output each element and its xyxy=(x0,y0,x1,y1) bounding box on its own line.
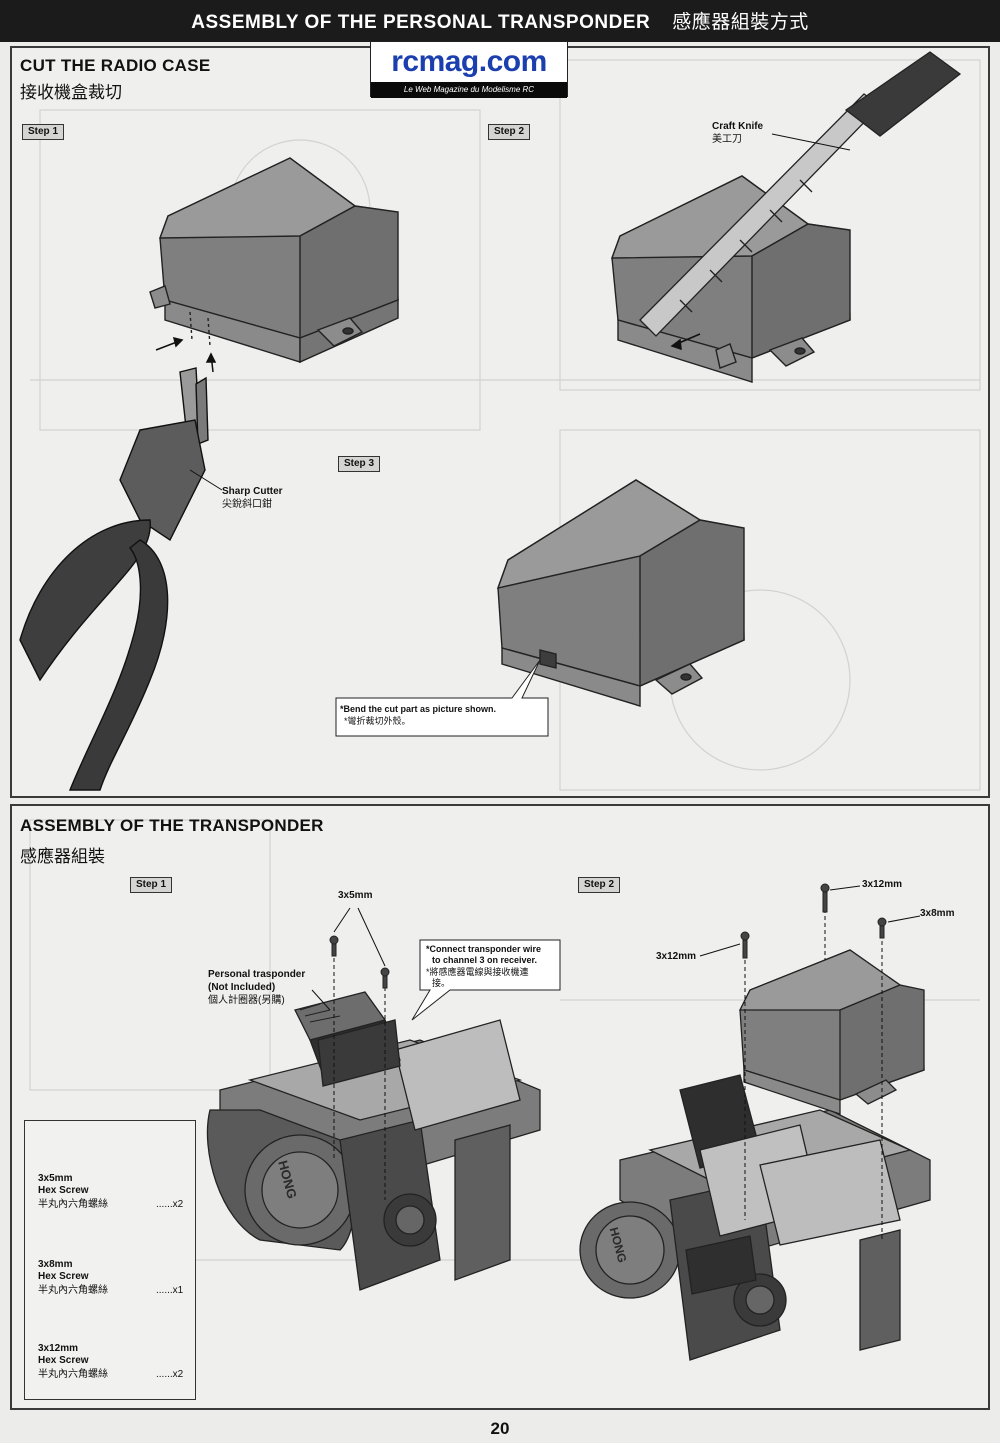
section1-title: CUT THE RADIO CASE xyxy=(20,56,211,75)
legend-item-2-zh: 半丸內六角螺絲 xyxy=(38,1285,108,1296)
section2-subtitle: 感應器組裝 xyxy=(20,847,105,866)
legend-item-1-type: Hex Screw xyxy=(38,1185,89,1196)
sharp-cutter-label: Sharp Cutter xyxy=(222,486,283,497)
legend-item-3-type: Hex Screw xyxy=(38,1355,89,1366)
section2-step1-tag: Step 1 xyxy=(130,877,173,893)
legend-item-3-zh: 半丸內六角螺絲 xyxy=(38,1369,108,1380)
bend-note: *Bend the cut part as picture shown. xyxy=(340,704,497,714)
craft-knife xyxy=(639,51,962,337)
connect-note-line1: *Connect transponder wire xyxy=(426,944,542,954)
connect-note-line2: to channel 3 on receiver. xyxy=(432,955,538,965)
section1-subtitle: 接收機盒裁切 xyxy=(20,83,122,102)
logo-name: rcmag.com xyxy=(391,45,547,78)
legend-item-3-size: 3x12mm xyxy=(38,1343,79,1354)
section2-title: ASSEMBLY OF THE TRANSPONDER xyxy=(20,816,324,835)
cut-radio-case-panel xyxy=(10,46,990,798)
connect-note-zh1: *將感應器電線與接收機連 xyxy=(426,967,529,977)
rcmag-logo: rcmag.com Le Web Magazine du Modelisme R… xyxy=(370,41,568,98)
craft-knife-label-zh: 美工刀 xyxy=(712,134,742,145)
sharp-cutter xyxy=(19,367,209,791)
connect-note-zh2: 接。 xyxy=(432,978,451,988)
header-band xyxy=(0,0,1000,42)
radio-case-step3 xyxy=(496,479,745,707)
transponder-label-line1: Personal trasponder xyxy=(208,969,306,980)
craft-knife-label: Craft Knife xyxy=(712,121,764,132)
legend-item-2-qty: ......x1 xyxy=(156,1285,184,1296)
page-number: 20 xyxy=(490,1419,510,1438)
screw-legend xyxy=(24,1120,196,1400)
section1-step1-tag: Step 1 xyxy=(22,124,65,140)
transponder-step2-assembly xyxy=(579,1074,931,1361)
section1-step2-tag: Step 2 xyxy=(488,124,531,140)
legend-item-1-size: 3x5mm xyxy=(38,1173,73,1184)
legend-item-3-qty: ......x2 xyxy=(156,1369,184,1380)
legend-item-1-qty: ......x2 xyxy=(156,1199,184,1210)
section2-step2-tag: Step 2 xyxy=(578,877,621,893)
screw-3x12-label-a: 3x12mm xyxy=(862,879,903,890)
radio-case-mounted xyxy=(738,949,925,1115)
legend-item-2-size: 3x8mm xyxy=(38,1259,73,1270)
screw-3x8-label: 3x8mm xyxy=(920,908,955,919)
transponder-label-line2: (Not Included) xyxy=(208,982,276,993)
radio-case-step1 xyxy=(149,157,399,364)
transponder-label-zh: 個人計圈器(另購) xyxy=(208,995,285,1006)
header-title-en: ASSEMBLY OF THE PERSONAL TRANSPONDER xyxy=(191,12,651,33)
logo-tagline: Le Web Magazine du Modelisme RC xyxy=(371,82,567,98)
page-header: ASSEMBLY OF THE PERSONAL TRANSPONDER 感應器組… xyxy=(0,0,1000,42)
bend-note-zh: *彎折裁切外殼。 xyxy=(344,716,411,726)
screw-3x5-label: 3x5mm xyxy=(338,890,373,901)
header-title-zh: 感應器組裝方式 xyxy=(672,12,809,33)
section1-step3-tag: Step 3 xyxy=(338,456,381,472)
sharp-cutter-label-zh: 尖銳斜口鉗 xyxy=(222,499,272,510)
screw-3x12-label-b: 3x12mm xyxy=(656,951,697,962)
legend-item-1-zh: 半丸內六角螺絲 xyxy=(38,1199,108,1210)
transponder-step1-assembly xyxy=(206,991,541,1291)
legend-item-2-type: Hex Screw xyxy=(38,1271,89,1282)
